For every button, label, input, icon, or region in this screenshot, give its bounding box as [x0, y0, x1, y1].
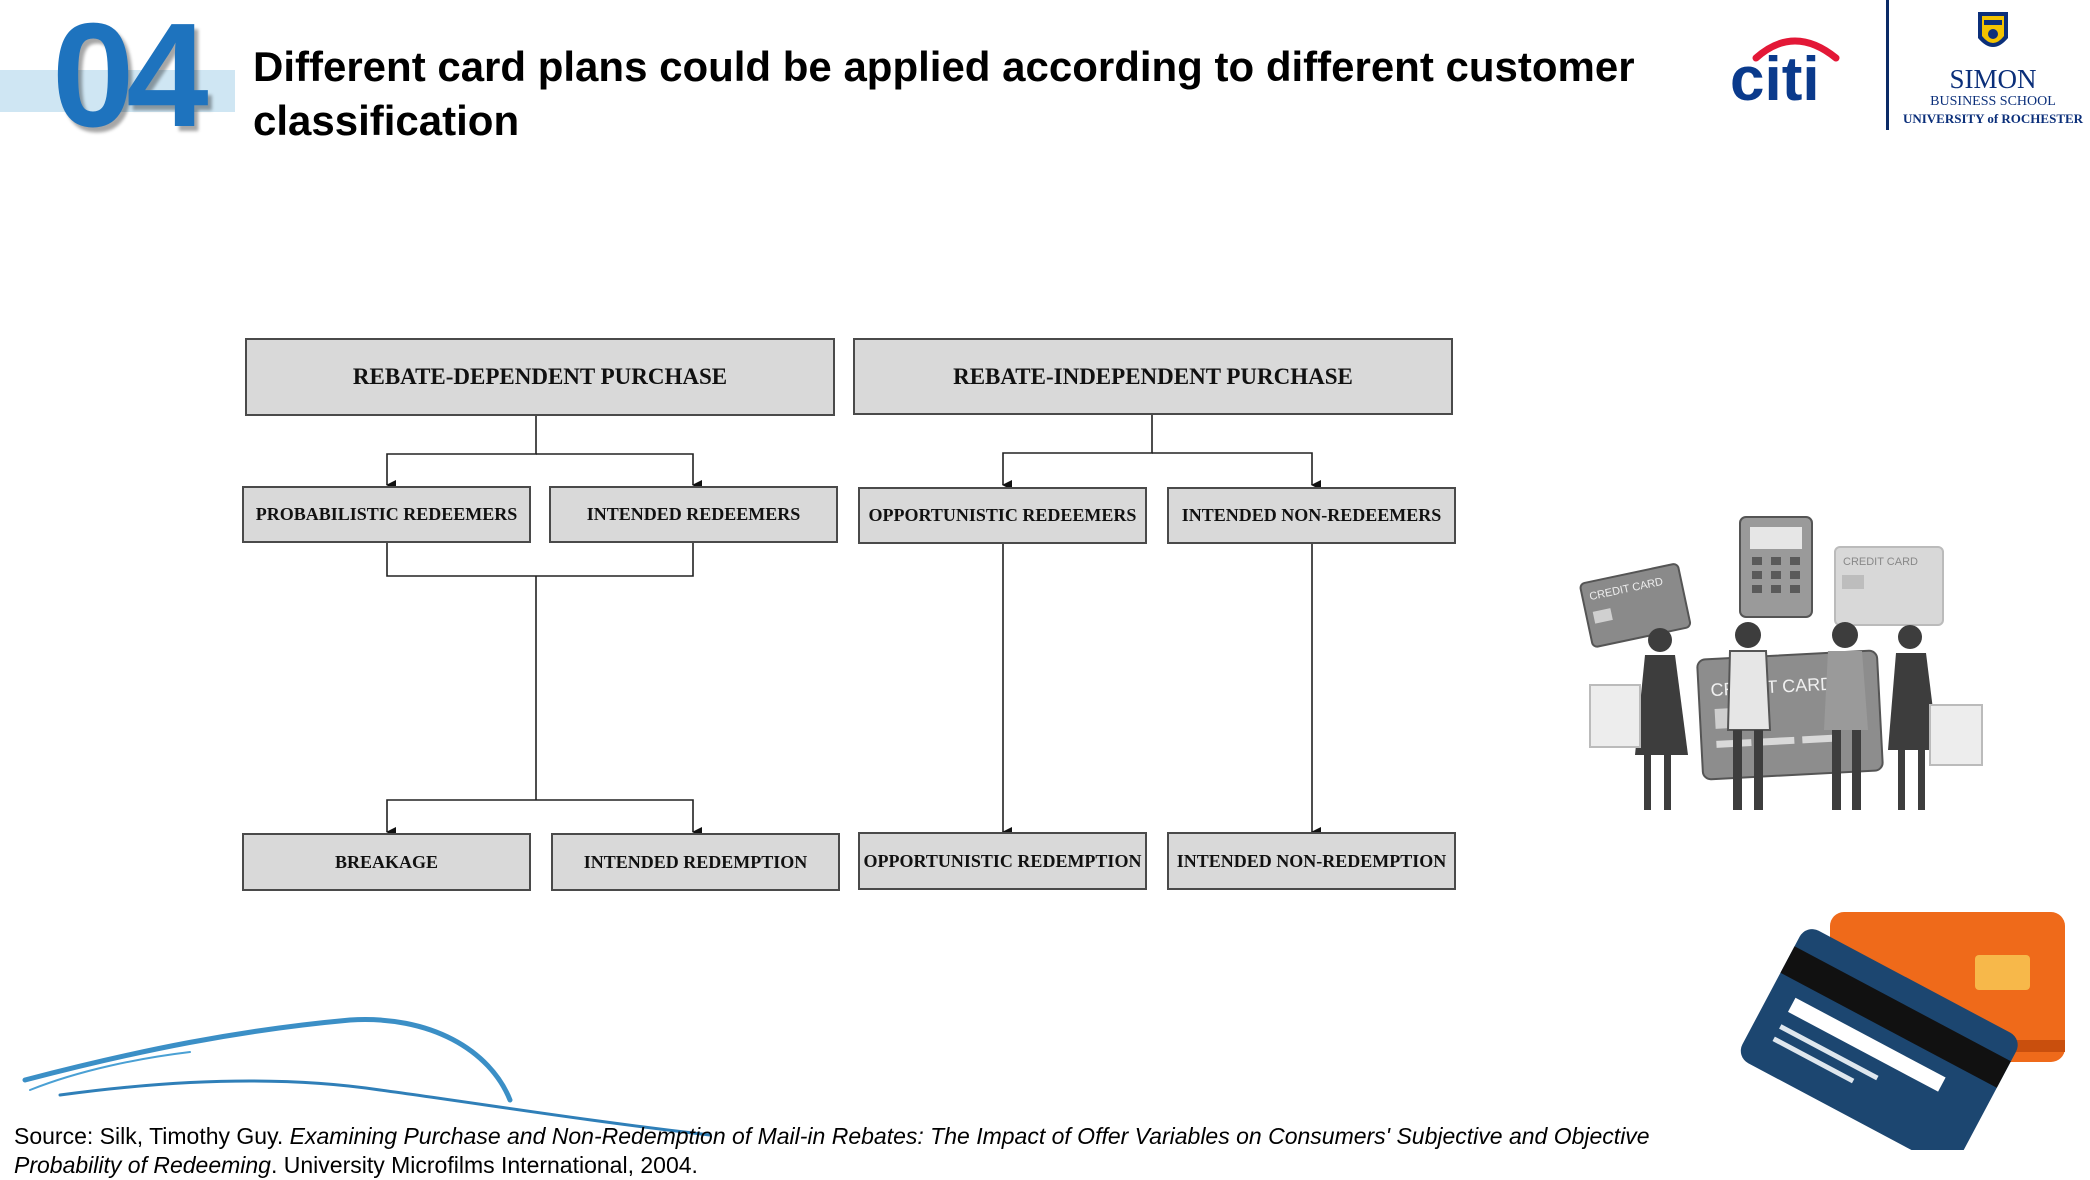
university-crest-icon	[1978, 12, 2008, 47]
citi-logo: citi	[1730, 37, 1840, 108]
node-probabilistic-redeemers: PROBABILISTIC REDEEMERS	[242, 486, 531, 543]
diagram-connectors	[386, 415, 1321, 837]
node-rebate-independent-purchase: REBATE-INDEPENDENT PURCHASE	[853, 338, 1453, 415]
page-title: Different card plans could be applied ac…	[253, 43, 1635, 144]
small-card-label-2: CREDIT CARD	[1843, 556, 1918, 568]
section-number: 04	[52, 0, 209, 158]
credit-card-icon	[1740, 912, 2065, 1150]
source-citation: Source: Silk, Timothy Guy. Examining Pur…	[14, 1122, 1714, 1180]
car-swoosh-decoration	[22, 1017, 712, 1137]
source-prefix: Source: Silk, Timothy Guy.	[14, 1123, 290, 1149]
simon-logo: SIMON BUSINESS SCHOOL UNIVERSITY of ROCH…	[1898, 10, 2088, 130]
simon-name: SIMON	[1949, 64, 2037, 94]
node-intended-non-redeemers: INTENDED NON-REDEEMERS	[1167, 487, 1456, 544]
node-opportunistic-redemption: OPPORTUNISTIC REDEMPTION	[858, 832, 1147, 890]
node-rebate-dependent-purchase: REBATE-DEPENDENT PURCHASE	[245, 338, 835, 416]
simon-university: UNIVERSITY of ROCHESTER	[1902, 111, 2084, 126]
node-intended-redeemers: INTENDED REDEEMERS	[549, 486, 838, 543]
node-intended-redemption: INTENDED REDEMPTION	[551, 833, 840, 891]
classification-diagram: REBATE-DEPENDENT PURCHASE REBATE-INDEPEN…	[230, 330, 1470, 910]
header-band	[0, 70, 235, 112]
source-title: Examining Purchase and Non-Redemption of…	[14, 1123, 1650, 1178]
node-breakage: BREAKAGE	[242, 833, 531, 891]
logo-divider	[1886, 0, 1889, 130]
citi-wordmark: citi	[1730, 45, 1820, 108]
source-suffix: . University Microfilms International, 2…	[270, 1152, 698, 1178]
simon-school: BUSINESS SCHOOL	[1930, 94, 2056, 109]
node-intended-non-redemption: INTENDED NON-REDEMPTION	[1167, 832, 1456, 890]
node-opportunistic-redeemers: OPPORTUNISTIC REDEEMERS	[858, 487, 1147, 544]
shoppers-illustration: CREDIT CARD CREDIT CARD CREDIT CARD	[1579, 516, 1983, 810]
